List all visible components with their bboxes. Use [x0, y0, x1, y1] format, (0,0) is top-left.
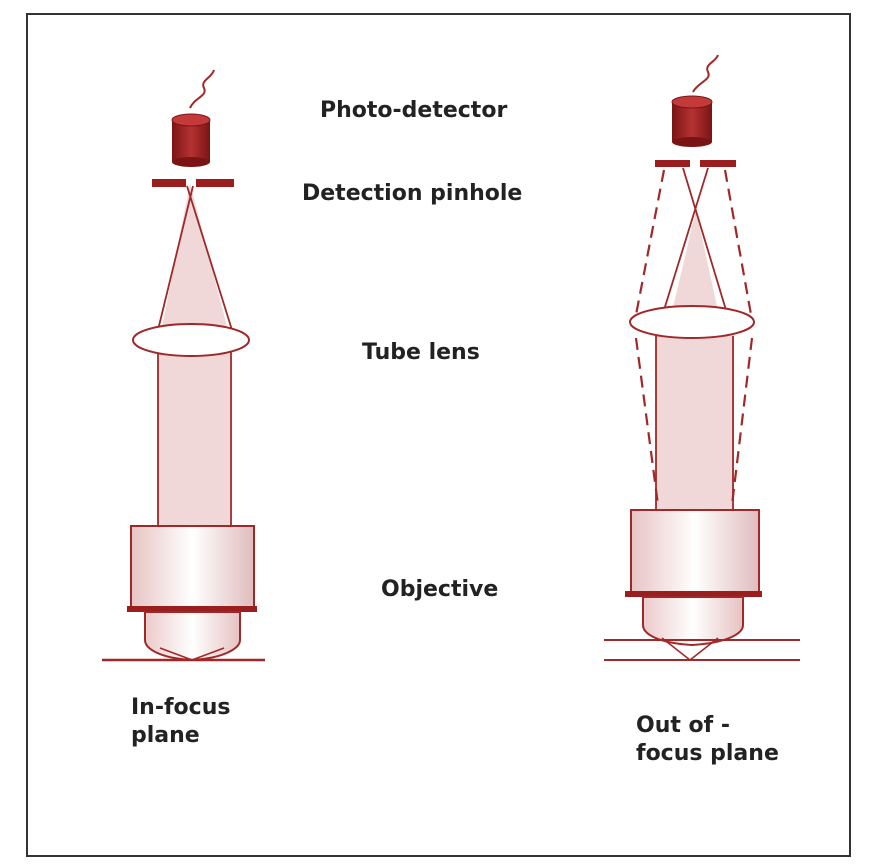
in-focus-beam-cone — [160, 183, 230, 338]
out-of-focus-system — [604, 54, 800, 661]
label-tube-lens: Tube lens — [362, 340, 480, 365]
out-focus-beam-cone — [670, 210, 720, 320]
detection-pinhole-icon — [152, 179, 234, 187]
objective-icon — [625, 509, 762, 647]
photo-detector-icon — [671, 54, 719, 147]
tube-lens-icon — [132, 323, 250, 357]
in-focus-beam-column — [158, 338, 230, 528]
label-objective: Objective — [381, 577, 499, 602]
label-out-focus-line2: focus plane — [636, 740, 779, 766]
photo-detector-icon — [171, 69, 215, 167]
label-in-focus-line1: In-focus — [131, 695, 231, 720]
in-focus-system — [102, 69, 265, 662]
out-focus-beam-column — [656, 320, 734, 513]
label-out-focus-plane: Out of - focus plane — [636, 712, 779, 767]
detection-pinhole-icon — [655, 160, 736, 167]
tube-lens-icon — [629, 305, 755, 339]
label-in-focus-plane: In-focus plane — [131, 694, 230, 749]
label-in-focus-line2: plane — [131, 722, 200, 748]
figure-frame — [26, 13, 851, 857]
label-photo-detector: Photo-detector — [320, 98, 508, 123]
objective-icon — [127, 525, 257, 662]
label-detection-pinhole: Detection pinhole — [302, 181, 523, 206]
label-out-focus-line1: Out of - — [636, 713, 731, 738]
